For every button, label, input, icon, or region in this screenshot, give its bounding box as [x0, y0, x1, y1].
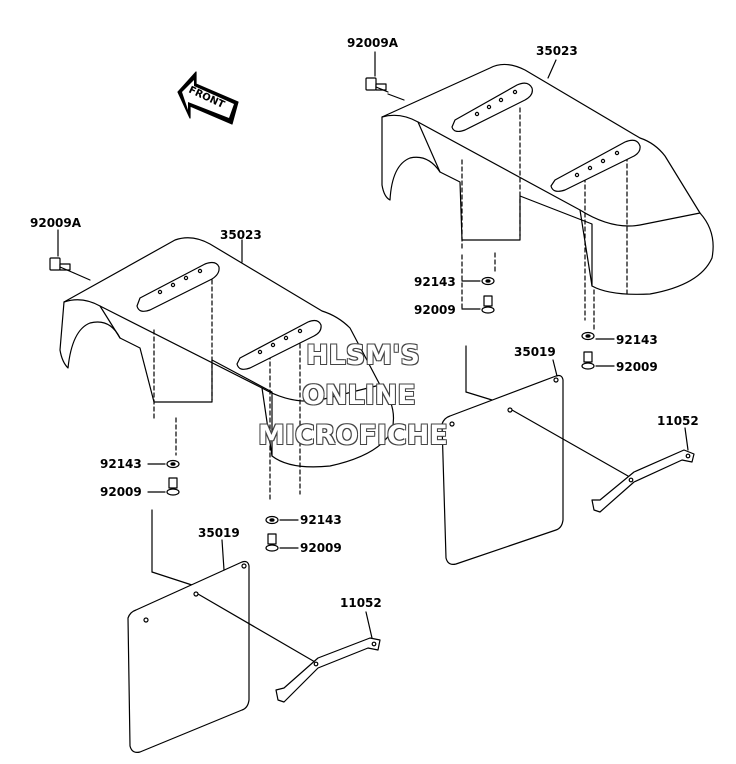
mud-flap-left [127, 560, 250, 753]
front-arrow-icon: FRONT [177, 71, 239, 125]
callout-92143-left-2: 92143 [300, 513, 342, 527]
bolt-icon [166, 477, 180, 496]
bolt-icon [581, 351, 595, 370]
bolt-icon [49, 257, 75, 274]
callout-92009-right-1: 92009 [414, 303, 456, 317]
callout-35023-right: 35023 [536, 44, 578, 58]
mud-flap-right [441, 374, 564, 565]
watermark-line-1: HLSM'S [306, 340, 420, 371]
washer-icon [265, 515, 279, 525]
callout-35019-left: 35019 [198, 526, 240, 540]
callout-35019-right: 35019 [514, 345, 556, 359]
callout-92009-left-1: 92009 [100, 485, 142, 499]
callout-92009a-left: 92009A [30, 216, 82, 230]
callout-92009-left-2: 92009 [300, 541, 342, 555]
bracket-left [275, 637, 381, 703]
callout-11052-left: 11052 [340, 596, 382, 610]
callout-92009a-right: 92009A [347, 36, 399, 50]
fender-right [381, 63, 714, 321]
bolt-icon [365, 77, 389, 93]
washer-icon [481, 276, 495, 286]
fender-left [59, 237, 395, 501]
bolt-icon [481, 295, 495, 314]
bracket-right [591, 449, 695, 513]
washer-icon [581, 331, 595, 341]
bolt-icon [265, 533, 279, 552]
callout-92143-left-1: 92143 [100, 457, 142, 471]
callout-92143-right-2: 92143 [616, 333, 658, 347]
callout-92009-right-2: 92009 [616, 360, 658, 374]
callout-11052-right: 11052 [657, 414, 699, 428]
watermark-line-2: ONLINE [302, 380, 416, 411]
callout-35023-left: 35023 [220, 228, 262, 242]
watermark-line-3: MICROFICHE [258, 420, 448, 451]
washer-icon [166, 459, 180, 469]
callout-92143-right-1: 92143 [414, 275, 456, 289]
